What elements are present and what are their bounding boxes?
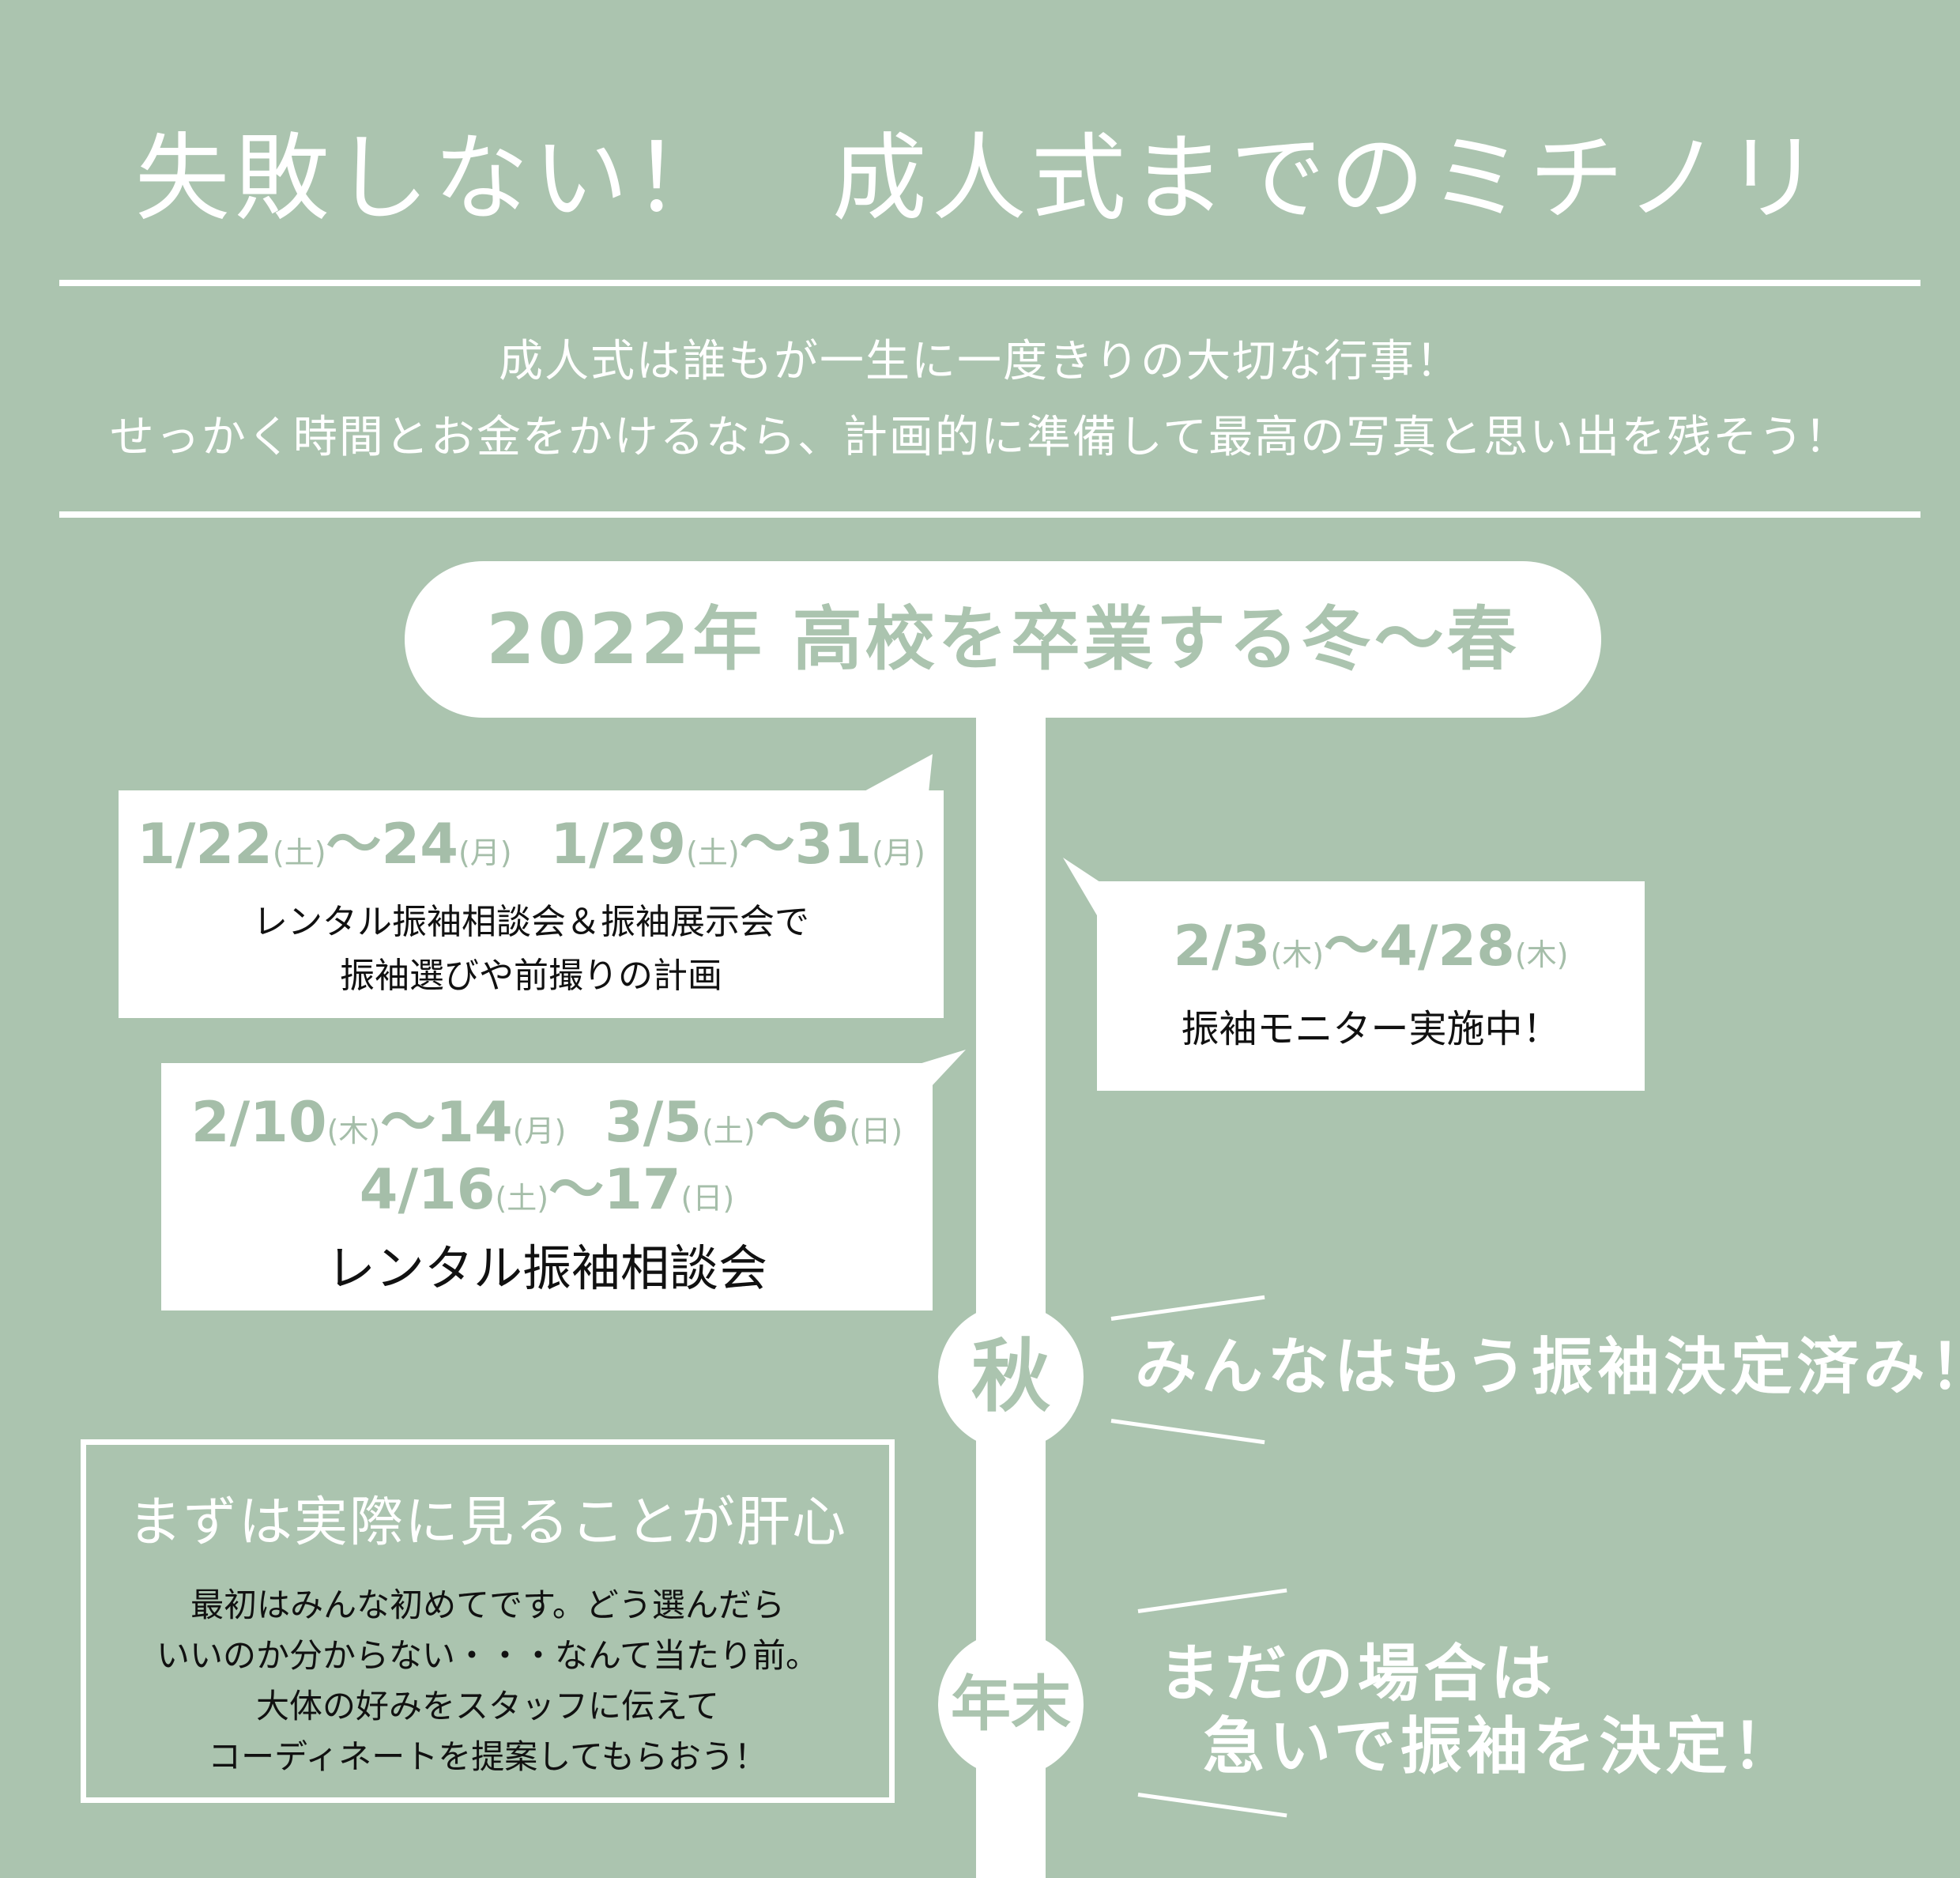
event-bubble-1: 1/22(土)～24(月) 1/29(土)～31(月) レンタル振袖相談会＆振袖…	[119, 790, 944, 1018]
divider-bottom	[59, 511, 1920, 518]
date-text: ～17	[548, 1157, 681, 1222]
yearend-callout-line-2: 急いで振袖を決定！	[1203, 1711, 1799, 1782]
event-bubble-2: 2/3(木)～4/28(木) 振袖モニター実施中！	[1097, 881, 1645, 1091]
weekday-text: (木)	[1270, 937, 1325, 972]
date-text: 4/16	[359, 1157, 496, 1222]
weekday-text: (月)	[512, 1114, 567, 1148]
date-text: 2/3	[1173, 914, 1271, 979]
timeline-node-yearend: 年末	[938, 1631, 1084, 1777]
tip-line: 大体の好みをスタッフに伝えて	[256, 1687, 719, 1725]
tip-box: まずは実際に見ることが肝心 最初はみんな初めてです。どう選んだら いいのか分から…	[81, 1439, 895, 1803]
weekday-text: (土)	[272, 835, 326, 870]
date-text: ～6	[755, 1090, 850, 1155]
weekday-text: (木)	[1514, 937, 1569, 972]
date-text: ～24	[326, 812, 458, 877]
intro-line-2: せっかく時間とお金をかけるなら、計画的に準備して最高の写真と思い出を残そう！	[109, 412, 1851, 463]
event-2-dates: 2/3(木)～4/28(木)	[1097, 914, 1645, 986]
weekday-text: (日)	[849, 1114, 903, 1148]
weekday-text: (月)	[458, 835, 512, 870]
bubble-tail-1	[861, 754, 933, 793]
weekday-text: (月)	[872, 835, 925, 870]
tip-line: 最初はみんな初めてです。どう選んだら	[190, 1586, 785, 1624]
event-3-text: レンタル振袖相談会	[326, 1239, 767, 1297]
date-text: 1/22	[137, 812, 273, 877]
timeline-node-autumn: 秋	[938, 1304, 1084, 1450]
tip-body: 最初はみんな初めてです。どう選んだら いいのか分からない・・・なんて当たり前。 …	[86, 1580, 889, 1782]
event-1-line-1: レンタル振袖相談会＆振袖展示会で	[253, 902, 809, 942]
date-text: ～14	[380, 1090, 513, 1155]
divider-top	[59, 280, 1920, 286]
weekday-text: (土)	[702, 1114, 756, 1148]
tip-title: まずは実際に見ることが肝心	[127, 1491, 847, 1554]
weekday-text: (木)	[326, 1114, 381, 1148]
date-text: ～31	[739, 812, 873, 877]
event-bubble-3: 2/10(木)～14(月) 3/5(土)～6(日) 4/16(土)～17(日) …	[161, 1063, 933, 1310]
date-text: 2/10	[190, 1090, 327, 1155]
weekday-text: (土)	[686, 835, 740, 870]
event-1-dates: 1/22(土)～24(月) 1/29(土)～31(月)	[119, 813, 944, 884]
period-banner: 2022年 高校を卒業する冬～春	[405, 561, 1601, 718]
weekday-text: (日)	[680, 1181, 735, 1216]
event-2-text: 振袖モニター実施中！	[1181, 1007, 1561, 1051]
yearend-callout-line-1: まだの場合は	[1159, 1639, 1558, 1710]
weekday-text: (土)	[495, 1181, 549, 1216]
intro-text: 成人式は誰もが一生に一度きりの大切な行事！ せっかく時間とお金をかけるなら、計画…	[0, 324, 1960, 476]
event-3-dates-row-2: 4/16(土)～17(日)	[161, 1160, 933, 1227]
autumn-callout: みんなはもう振袖決定済み！	[1135, 1332, 1960, 1403]
event-3-dates-row-1: 2/10(木)～14(月) 3/5(土)～6(日)	[161, 1093, 933, 1160]
date-text: 1/29	[550, 812, 687, 877]
event-1-line-2: 振袖選びや前撮りの計画	[340, 956, 722, 996]
tip-line: いいのか分からない・・・なんて当たり前。	[156, 1636, 819, 1675]
tip-line: コーディネートを提案してもらおう！	[208, 1737, 767, 1776]
date-text: 3/5	[605, 1090, 703, 1155]
page-title: 失敗しない！ 成人式までのミチノリ	[134, 124, 1826, 234]
date-text: ～4/28	[1324, 914, 1515, 979]
bubble-tail-2	[1063, 858, 1102, 925]
intro-line-1: 成人式は誰もが一生に一度きりの大切な行事！	[499, 336, 1461, 387]
